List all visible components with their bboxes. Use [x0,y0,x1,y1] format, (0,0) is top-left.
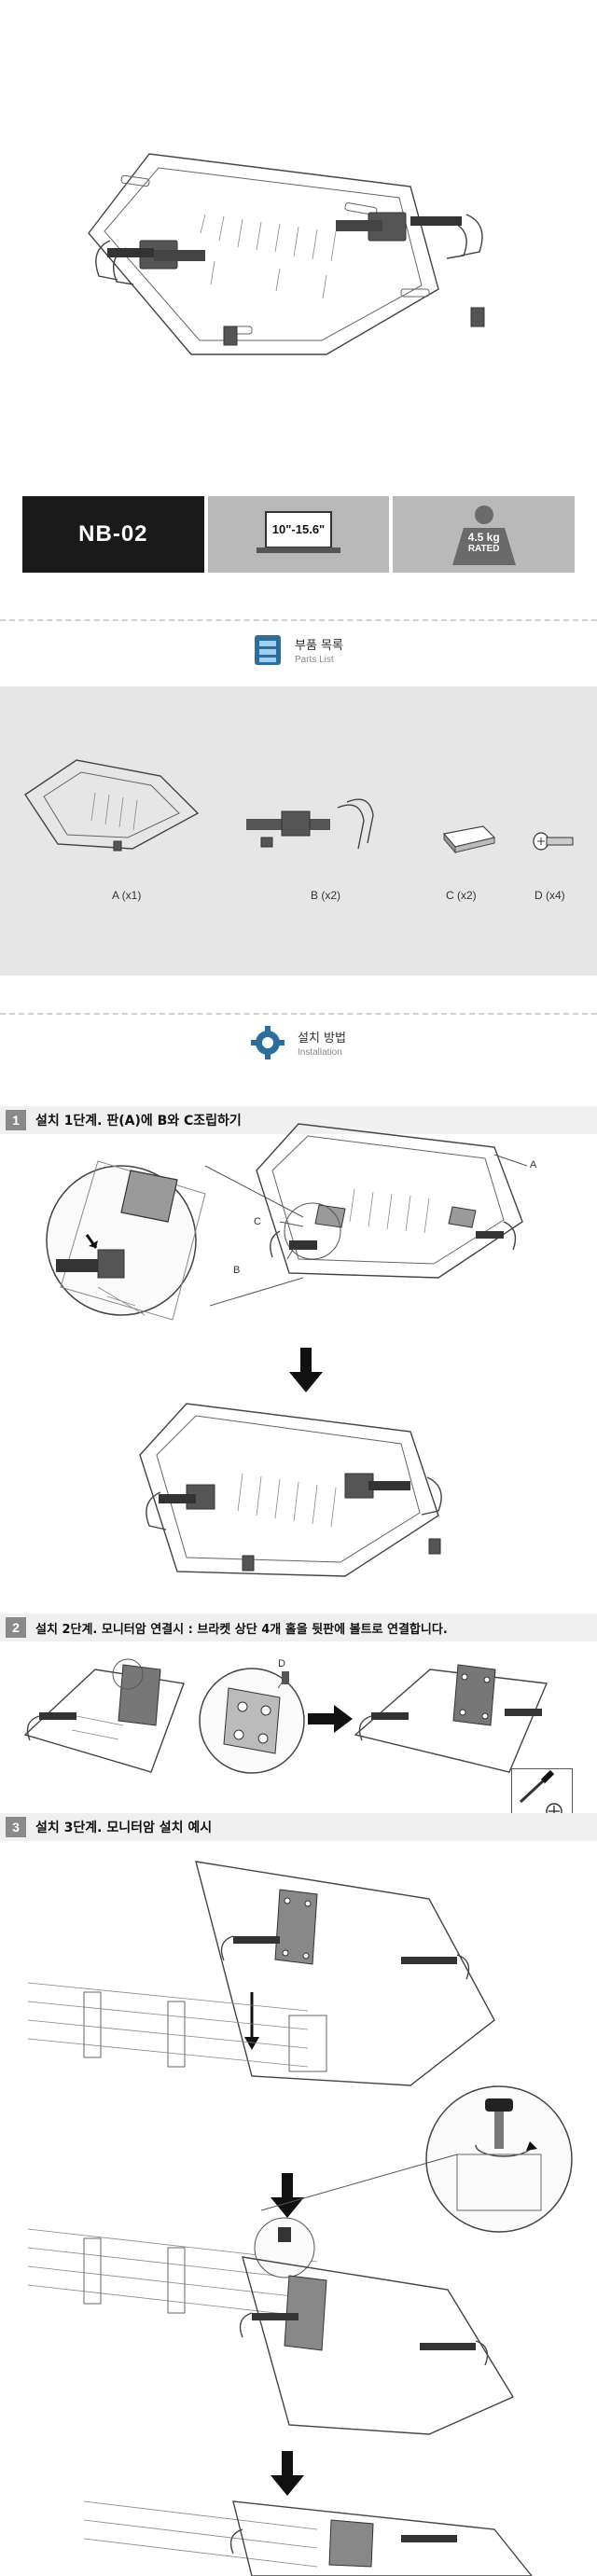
step-1-title: 설치 1단계. 판(A)에 B와 C조립하기 [35,1114,242,1129]
part-c-illustration [442,825,496,854]
callout-c: C [254,1216,261,1227]
step-1-assembly-diagram [256,1123,528,1279]
install-section-title: 설치 방법 [298,1032,346,1046]
step-2-left-diagram [23,1658,185,1773]
step-2-number: 2 [6,1617,26,1638]
hero-tray-illustration [88,153,485,355]
step-3-arrow-down-icon [271,2173,304,2218]
step-3-title: 설치 3단계. 모니터암 설치 예시 [35,1821,213,1835]
screen-size-text: 10"-15.6" [271,522,326,536]
screen-size-badge: 10"-15.6" [207,496,390,573]
callout-d: D [278,1658,285,1669]
part-a-illustration [24,759,200,852]
parts-box-icon [255,635,281,665]
parts-section-header: 부품 목록 Parts List [0,634,597,670]
parts-section-title: 부품 목록 [295,639,343,653]
step-3-number: 3 [6,1817,26,1837]
step-1-result-diagram [139,1403,442,1577]
step-2-detail-zoom [199,1668,305,1774]
part-d-illustration [533,832,574,851]
install-section-header: 설치 방법 Installation [0,1026,597,1063]
model-name: NB-02 [78,521,148,547]
parts-section-subtitle: Parts List [295,655,334,665]
step-2-right-diagram [354,1664,548,1773]
part-d-label: D (x4) [535,889,565,902]
part-b-label: B (x2) [311,889,341,902]
install-section-subtitle: Installation [298,1047,342,1058]
divider [0,619,597,621]
step-1-number: 1 [6,1110,26,1130]
step-1-header: 1 설치 1단계. 판(A)에 B와 C조립하기 [0,1106,597,1134]
step-1-detail-zoom [46,1160,206,1321]
part-b-illustration [246,798,374,850]
weight-value: 4.5 kg [467,531,500,544]
part-a-label: A (x1) [112,889,142,902]
step-2-title: 설치 2단계. 모니터암 연결시 : 브라켓 상단 4개 홀을 뒷판에 볼트로 … [35,1622,448,1637]
step-2-arrow-right-icon [308,1705,353,1733]
step-3-diagram-middle [27,2217,515,2435]
callout-a: A [530,1159,537,1170]
spec-bar: NB-02 10"-15.6" 4.5 kg RATED [22,496,576,573]
step-3-detail-zoom [260,2085,573,2233]
step-2-header: 2 설치 2단계. 모니터암 연결시 : 브라켓 상단 4개 홀을 뒷판에 볼트… [0,1613,597,1641]
callout-b: B [233,1265,241,1276]
weight-icon [451,506,516,565]
weight-rated: RATED [467,544,500,555]
step-3-diagram-bottom [83,2500,533,2576]
step-3-diagram-top [27,1861,495,2086]
laptop-icon [257,511,340,553]
step-1-connector-lines [204,1165,304,1307]
screwdriver-icon [519,1769,555,1804]
part-c-label: C (x2) [446,889,477,902]
model-badge: NB-02 [22,496,204,573]
step-1-arrow-down-icon [289,1348,323,1392]
step-3-header: 3 설치 3단계. 모니터암 설치 예시 [0,1813,597,1841]
gear-icon [251,1026,285,1059]
step-3-arrow-down-icon-2 [271,2451,304,2496]
divider [0,1013,597,1015]
weight-badge: 4.5 kg RATED [393,496,576,573]
